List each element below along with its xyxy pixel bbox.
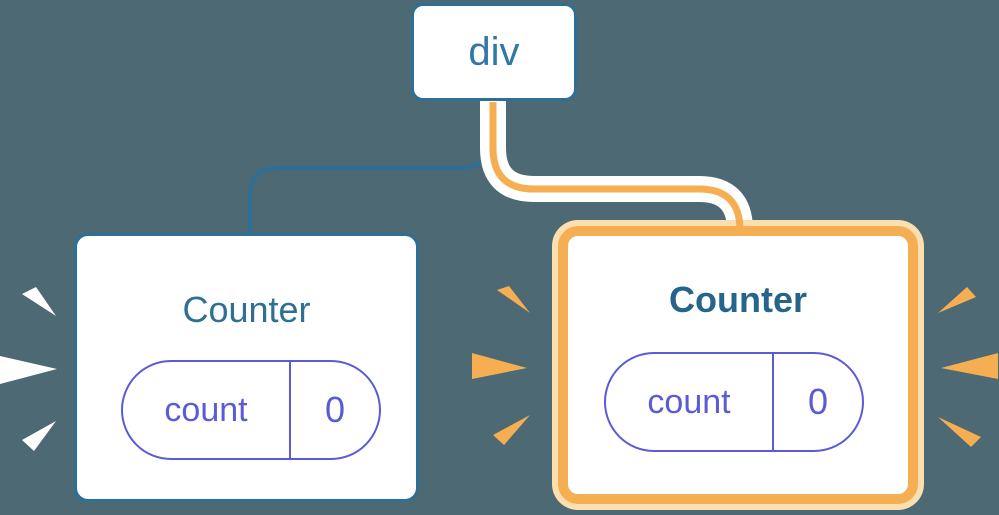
- connector-left: [248, 100, 492, 236]
- state-pill: count 0: [604, 352, 864, 452]
- connector-right: [489, 102, 744, 234]
- counter-title: Counter: [669, 279, 807, 320]
- state-value: 0: [324, 389, 346, 430]
- counter-node-left: Counter count 0: [74, 233, 419, 502]
- counter-node-right: Counter count 0: [558, 226, 918, 504]
- highlight-ring: Counter count 0: [552, 220, 924, 510]
- state-key-label: count: [606, 354, 774, 450]
- root-node: div: [411, 3, 577, 101]
- burst-icon-right-node-right: [938, 287, 998, 447]
- connector-right-casing: [480, 98, 753, 238]
- burst-icon-left-node: [0, 287, 57, 451]
- state-pill: count 0: [121, 360, 381, 460]
- counter-title: Counter: [182, 289, 311, 330]
- state-key-label: count: [123, 362, 291, 458]
- state-value: 0: [807, 381, 829, 422]
- root-node-label: div: [468, 29, 520, 74]
- burst-icon-right-node-left: [472, 286, 530, 445]
